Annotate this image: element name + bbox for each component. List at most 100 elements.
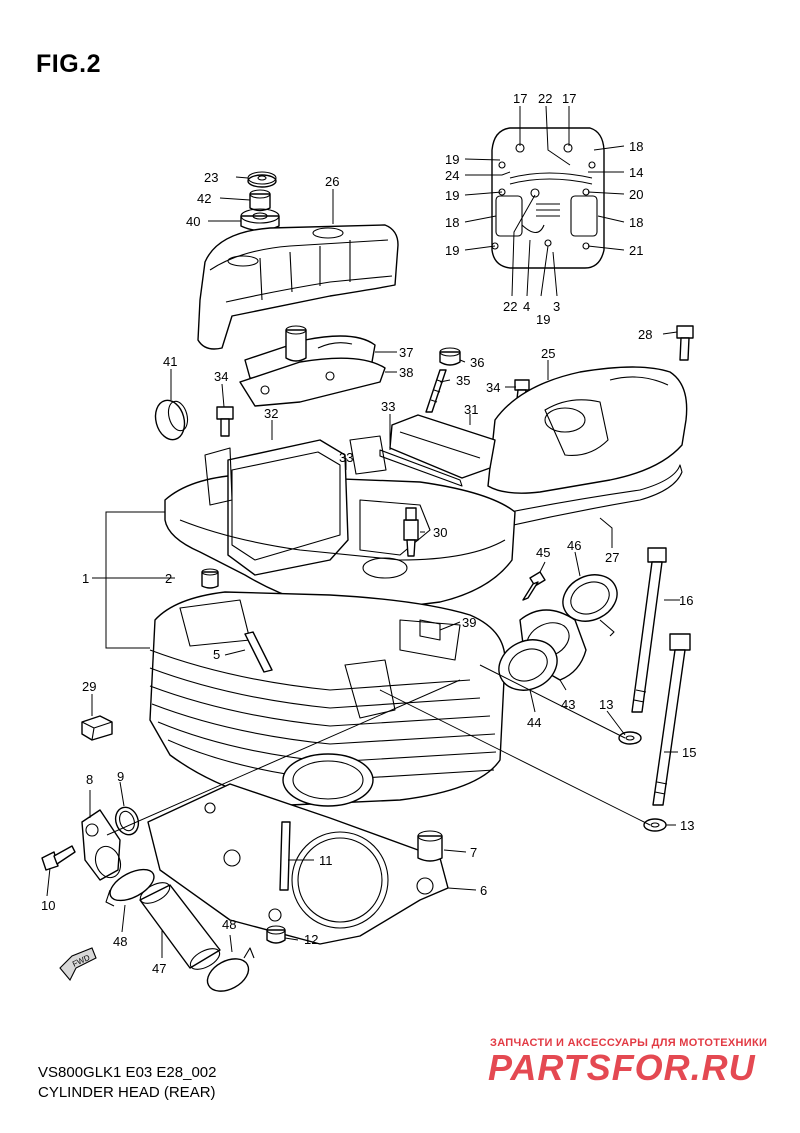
callout-33: 33 bbox=[339, 450, 353, 465]
callout-2: 2 bbox=[165, 571, 172, 586]
callout-23: 23 bbox=[204, 170, 218, 185]
hose-47 bbox=[139, 882, 221, 970]
spacer-42 bbox=[249, 189, 271, 212]
figure-title: FIG.2 bbox=[36, 50, 102, 78]
clamp-48-upper bbox=[105, 868, 155, 907]
callout-17: 17 bbox=[513, 91, 527, 106]
cylinder-gasket-6 bbox=[147, 783, 449, 945]
callout-13: 13 bbox=[599, 697, 613, 712]
callout-28: 28 bbox=[638, 327, 652, 342]
callout-44: 44 bbox=[527, 715, 541, 730]
plug-41 bbox=[154, 399, 189, 441]
callout-29: 29 bbox=[82, 679, 96, 694]
dowel-pin-2 bbox=[201, 568, 219, 589]
callout-16: 16 bbox=[679, 593, 693, 608]
callout-10: 10 bbox=[41, 898, 55, 913]
washer-23 bbox=[247, 171, 277, 188]
callout-30: 30 bbox=[433, 525, 447, 540]
callout-48: 48 bbox=[113, 934, 127, 949]
plate-31 bbox=[389, 414, 496, 479]
bolt-16 bbox=[631, 547, 667, 713]
callout-32: 32 bbox=[264, 406, 278, 421]
callout-36: 36 bbox=[470, 355, 484, 370]
callout-3: 3 bbox=[553, 299, 560, 314]
callout-18: 18 bbox=[629, 215, 643, 230]
stud-5 bbox=[244, 631, 273, 673]
gasket-44 bbox=[498, 639, 558, 691]
callout-34: 34 bbox=[486, 380, 500, 395]
callout-17: 17 bbox=[562, 91, 576, 106]
callout-35: 35 bbox=[456, 373, 470, 388]
callout-15: 15 bbox=[682, 745, 696, 760]
leader-lines bbox=[46, 105, 680, 958]
inlet-fitting-8 bbox=[81, 809, 122, 881]
breather-gasket-38 bbox=[239, 357, 386, 407]
callout-4: 4 bbox=[523, 299, 530, 314]
callout-34: 34 bbox=[214, 369, 228, 384]
callout-13: 13 bbox=[680, 818, 694, 833]
clamp-48-lower bbox=[206, 947, 255, 992]
callout-14: 14 bbox=[629, 165, 643, 180]
callout-21: 21 bbox=[629, 243, 643, 258]
pipe-39 bbox=[419, 619, 441, 641]
callout-19: 19 bbox=[536, 312, 550, 327]
head-cover-25 bbox=[487, 366, 688, 494]
diagram-subtitle: CYLINDER HEAD (REAR) bbox=[38, 1084, 216, 1101]
cylinder-head-1 bbox=[164, 435, 516, 613]
callout-5: 5 bbox=[213, 647, 220, 662]
callout-48: 48 bbox=[222, 917, 236, 932]
callout-7: 7 bbox=[470, 845, 477, 860]
callout-19: 19 bbox=[445, 243, 459, 258]
callout-24: 24 bbox=[445, 168, 459, 183]
watermark-brand: PARTSFOR.RU bbox=[488, 1047, 756, 1088]
callout-labels: 17 22 17 19 18 24 14 19 20 18 18 19 21 2… bbox=[41, 91, 696, 976]
model-code: VS800GLK1 E03 E28_002 bbox=[38, 1064, 217, 1081]
callout-9: 9 bbox=[117, 769, 124, 784]
callout-6: 6 bbox=[480, 883, 487, 898]
callout-45: 45 bbox=[536, 545, 550, 560]
clamp-46 bbox=[562, 574, 618, 637]
callout-1: 1 bbox=[82, 571, 89, 586]
callout-19: 19 bbox=[445, 152, 459, 167]
stud-11 bbox=[279, 821, 291, 891]
callout-40: 40 bbox=[186, 214, 200, 229]
callout-46: 46 bbox=[567, 538, 581, 553]
callout-22: 22 bbox=[538, 91, 552, 106]
callout-26: 26 bbox=[325, 174, 339, 189]
callout-20: 20 bbox=[629, 187, 643, 202]
washer-13-upper bbox=[618, 731, 642, 745]
callout-31: 31 bbox=[464, 402, 478, 417]
callout-43: 43 bbox=[561, 697, 575, 712]
callout-25: 25 bbox=[541, 346, 555, 361]
callout-41: 41 bbox=[163, 354, 177, 369]
head-cover-plate bbox=[491, 127, 605, 269]
callout-11: 11 bbox=[319, 853, 333, 868]
bolt-10 bbox=[41, 845, 76, 871]
callout-42: 42 bbox=[197, 191, 211, 206]
callout-18: 18 bbox=[629, 139, 643, 154]
stud-35 bbox=[425, 369, 447, 413]
nut-12 bbox=[266, 925, 286, 944]
screw-45 bbox=[522, 571, 546, 601]
callout-22: 22 bbox=[503, 299, 517, 314]
spark-plug-30 bbox=[403, 507, 419, 557]
fwd-arrow-icon: FWD bbox=[59, 947, 97, 981]
callout-37: 37 bbox=[399, 345, 413, 360]
cap-nut-36 bbox=[439, 347, 461, 366]
block-29 bbox=[81, 715, 113, 741]
cylinder-head-cover-26 bbox=[197, 224, 399, 350]
callout-38: 38 bbox=[399, 365, 413, 380]
o-ring-9 bbox=[114, 806, 140, 836]
washer-13-lower bbox=[643, 818, 667, 832]
gasket-33 bbox=[379, 449, 463, 487]
bolt-15 bbox=[652, 633, 691, 806]
gasket-27 bbox=[494, 464, 683, 529]
dowel-7 bbox=[417, 830, 443, 862]
callout-39: 39 bbox=[462, 615, 476, 630]
callout-33: 33 bbox=[381, 399, 395, 414]
callout-8: 8 bbox=[86, 772, 93, 787]
callout-12: 12 bbox=[304, 932, 318, 947]
watermark-tagline: ЗАПЧАСТИ И АКСЕССУАРЫ ДЛЯ МОТОТЕХНИКИ bbox=[490, 1037, 768, 1049]
callout-18: 18 bbox=[445, 215, 459, 230]
